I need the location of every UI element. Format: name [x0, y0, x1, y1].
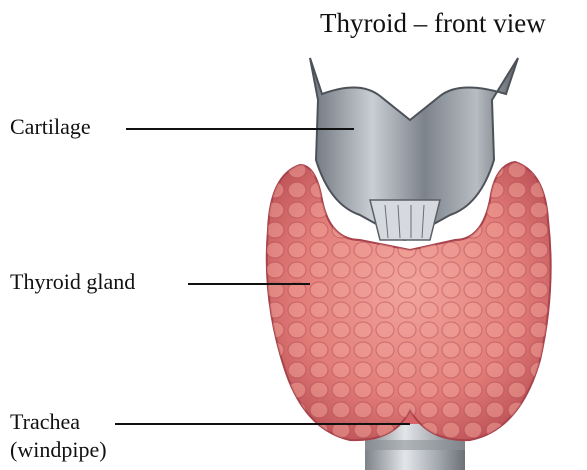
label-thyroid-gland: Thyroid gland [10, 269, 135, 295]
leader-line-trachea [115, 423, 410, 425]
diagram-title: Thyroid – front view [320, 8, 546, 39]
leader-line-cartilage [126, 128, 354, 130]
label-cartilage: Cartilage [10, 114, 91, 140]
leader-line-thyroid-gland [188, 283, 310, 285]
label-trachea: Trachea [10, 409, 80, 435]
label-trachea-subtitle: (windpipe) [10, 437, 107, 463]
